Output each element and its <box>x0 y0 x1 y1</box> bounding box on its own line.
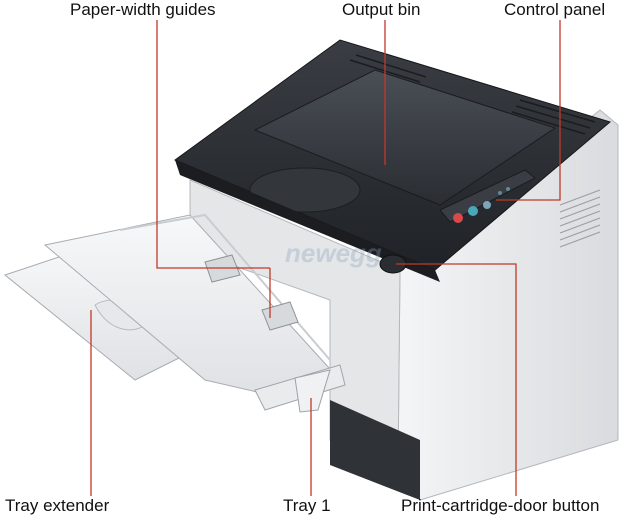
callout-lines <box>90 20 561 496</box>
lid-front-edge <box>175 160 440 282</box>
output-bin-lid-curve <box>249 167 361 213</box>
control-panel-buttons <box>453 213 463 223</box>
output-bin <box>253 69 557 206</box>
control-panel <box>439 169 536 223</box>
callout-cartridge-door <box>396 263 517 496</box>
label-control-panel: Control panel <box>504 0 606 19</box>
watermark: newegg <box>285 238 382 268</box>
side-vent <box>559 189 601 248</box>
paper-width-guide-right <box>261 301 299 331</box>
callout-control-panel <box>496 20 561 201</box>
printer-base <box>330 400 420 500</box>
callout-paper-width-guides <box>156 20 222 269</box>
label-tray-1: Tray 1 <box>283 496 331 515</box>
rear-vent <box>349 54 596 135</box>
label-paper-width-guides: Paper-width guides <box>70 0 216 19</box>
label-tray-extender: Tray extender <box>5 496 110 515</box>
label-print-cartridge-door-button: Print-cartridge-door button <box>401 496 600 515</box>
label-output-bin: Output bin <box>342 0 421 19</box>
